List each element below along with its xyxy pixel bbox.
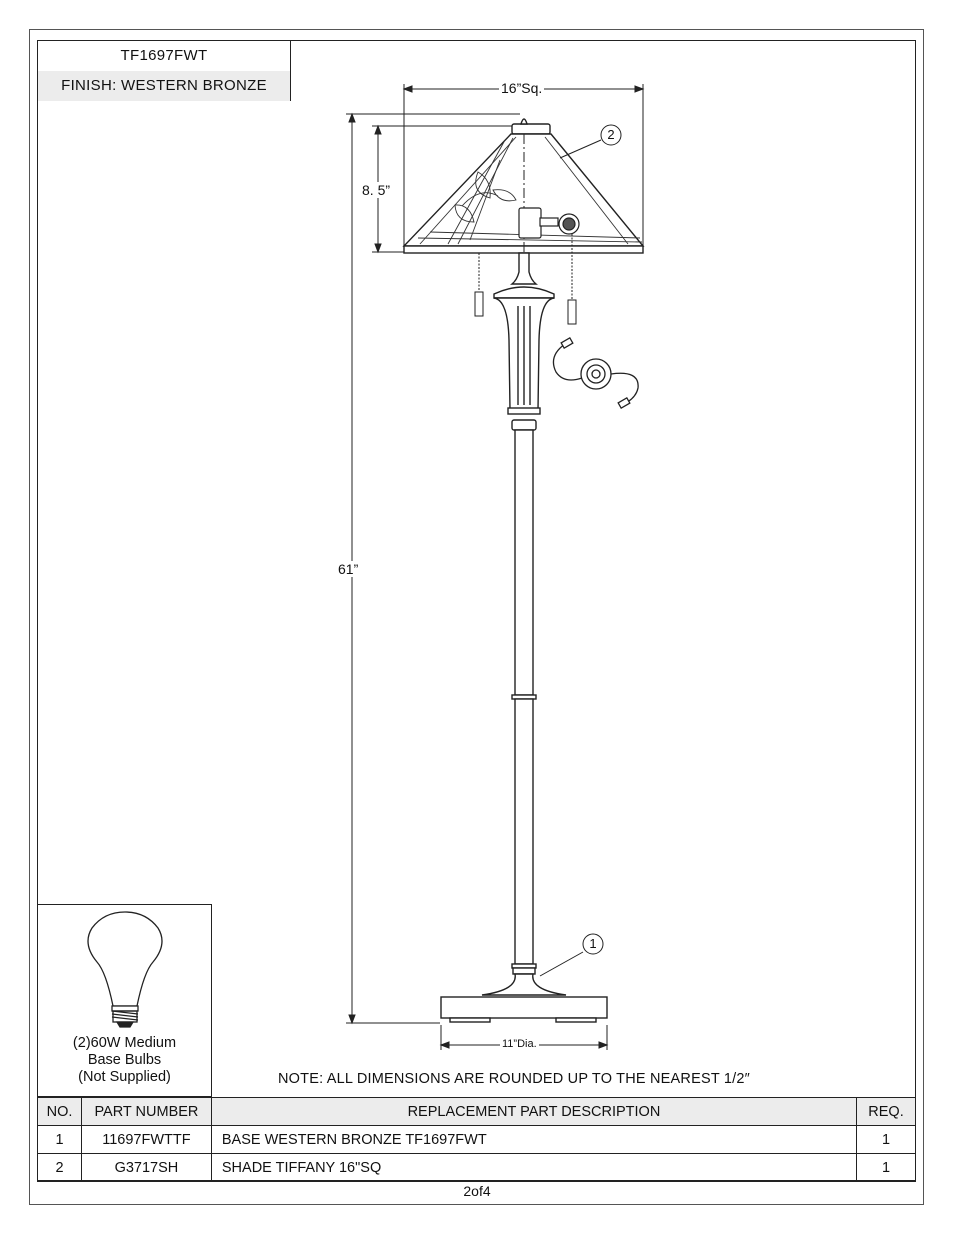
dim-overall-height-label: 61” (336, 561, 361, 577)
page-outer-border (29, 29, 924, 1205)
lamp-body (440, 252, 608, 1023)
header-no: NO. (37, 1097, 82, 1126)
dimension-note: NOTE: ALL DIMENSIONS ARE ROUNDED UP TO T… (278, 1071, 750, 1087)
title-block: TF1697FWT FINISH: WESTERN BRONZE (37, 40, 291, 101)
cord-footswitch (552, 337, 639, 409)
header-req: REQ. (856, 1097, 916, 1126)
header-description: REPLACEMENT PART DESCRIPTION (210, 1097, 858, 1126)
bulb-icon (87, 911, 163, 1028)
dim-base-diameter-label: 11”Dia. (500, 1038, 539, 1050)
callout-1-circle (582, 933, 604, 955)
dim-shade-height-label: 8. 5” (360, 182, 393, 198)
finish-label: FINISH: WESTERN BRONZE (38, 71, 290, 101)
bulb-line-3: (Not Supplied) (78, 1069, 171, 1085)
table-row: 1 11697FWTTF BASE WESTERN BRONZE TF1697F… (37, 1125, 916, 1154)
leader-lines (539, 139, 602, 977)
arrow (348, 1014, 356, 1025)
arrow (402, 85, 413, 93)
callout-2: 2 (607, 127, 615, 142)
arrow (374, 124, 382, 135)
header-part-number: PART NUMBER (80, 1097, 212, 1126)
table-row: 2 G3717SH SHADE TIFFANY 16"SQ 1 (37, 1153, 916, 1182)
bulb-line-1: (2)60W Medium (72, 1035, 177, 1051)
socket-cluster (518, 207, 580, 239)
arrow (348, 112, 356, 123)
row-description: SHADE TIFFANY 16"SQ (210, 1153, 858, 1182)
arrow (598, 1041, 609, 1049)
callout-2-circle (600, 124, 622, 146)
table-header-row: NO. PART NUMBER REPLACEMENT PART DESCRIP… (37, 1097, 916, 1126)
row-no: 1 (37, 1125, 82, 1154)
row-req: 1 (856, 1153, 916, 1182)
callout-1: 1 (589, 936, 597, 951)
row-description: BASE WESTERN BRONZE TF1697FWT (210, 1125, 858, 1154)
arrow (439, 1041, 450, 1049)
page-number: 2of4 (463, 1183, 491, 1199)
bulb-line-2: Base Bulbs (87, 1052, 162, 1068)
row-part-number: 11697FWTTF (80, 1125, 212, 1154)
pull-chains (474, 234, 577, 325)
row-part-number: G3717SH (80, 1153, 212, 1182)
arrow (374, 243, 382, 254)
row-req: 1 (856, 1125, 916, 1154)
dim-shade-width-label: 16”Sq. (499, 80, 545, 96)
arrow (634, 85, 645, 93)
bulb-info-box: (2)60W Medium Base Bulbs (Not Supplied) (37, 904, 212, 1097)
parts-table: NO. PART NUMBER REPLACEMENT PART DESCRIP… (37, 1097, 916, 1182)
row-no: 2 (37, 1153, 82, 1182)
